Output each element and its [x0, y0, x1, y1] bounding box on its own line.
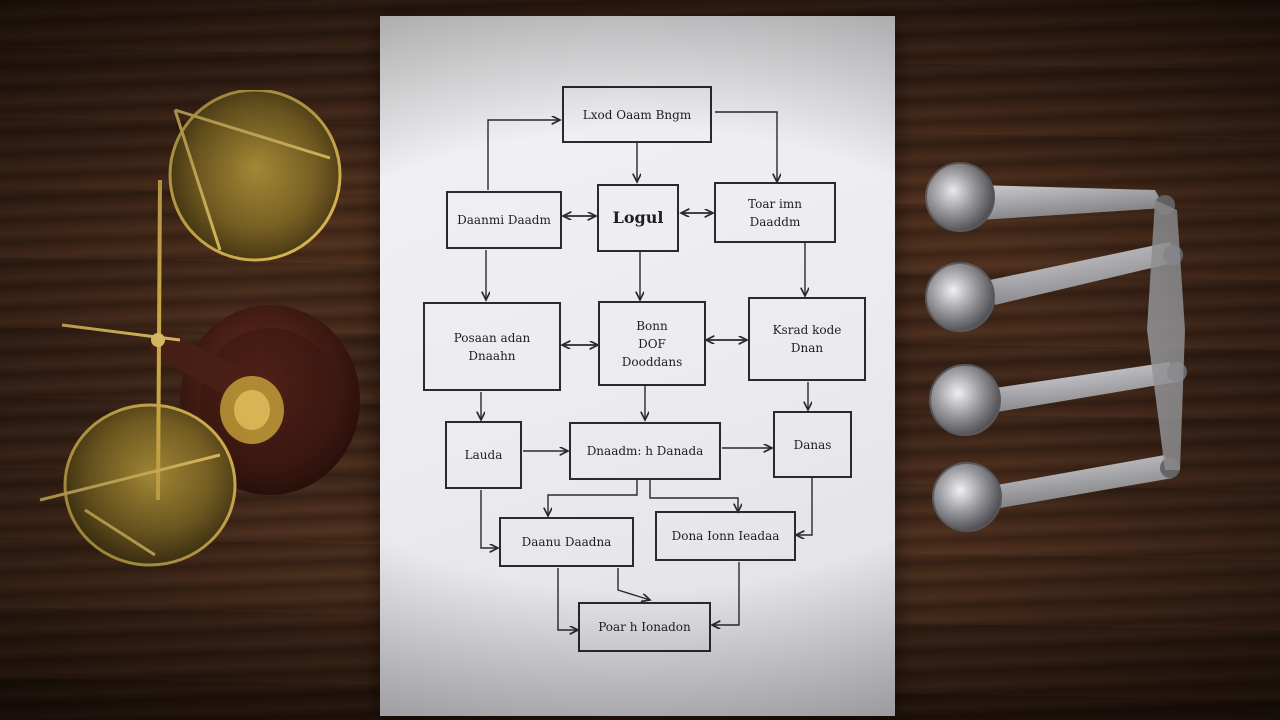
node-right-4: Dona Ionn Ieadaa	[655, 511, 796, 561]
node-right-3: Danas	[773, 411, 852, 478]
node-left-4: Daanu Daadna	[499, 517, 634, 567]
measuring-spoons-icon	[925, 162, 1187, 532]
node-right-1: Toar imn Daaddm	[714, 182, 836, 243]
node-top: Lxod Oaam Bngm	[562, 86, 712, 143]
node-center-3: Dnaadm: h Danada	[569, 422, 721, 480]
node-center-2: Bonn DOF Dooddans	[598, 301, 706, 386]
node-left-2: Posaan adan Dnaahn	[423, 302, 561, 391]
node-bottom: Poar h Ionadon	[578, 602, 711, 652]
node-right-2: Ksrad kode Dnan	[748, 297, 866, 381]
node-left-1: Daanmi Daadm	[446, 191, 562, 249]
node-center-1: Logul	[597, 184, 679, 252]
node-left-3: Lauda	[445, 421, 522, 489]
